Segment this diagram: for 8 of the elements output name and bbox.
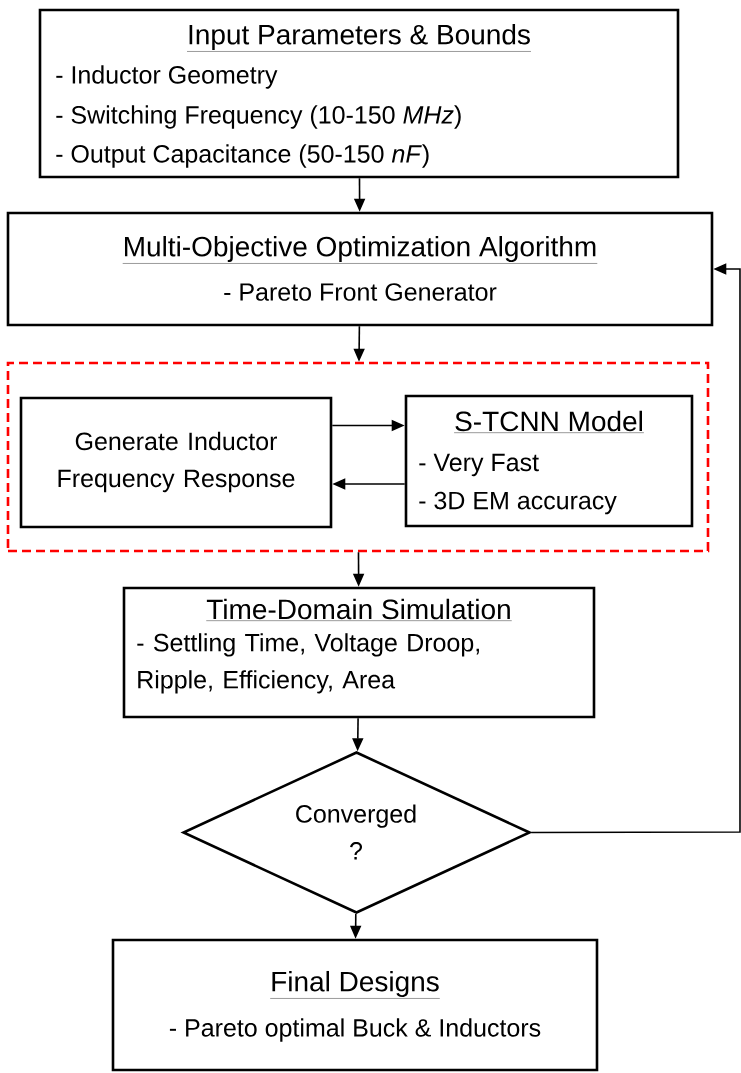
process-box: Generate Inductor Frequency Response <box>19 396 333 529</box>
process-box: Input Parameters & Bounds - Inductor Geometry - Switching Frequency (10-150 MHz) - Output Capacitance (50-150 nF) <box>38 8 680 179</box>
process-box: S-TCNN Model - Very Fast - 3D EM accuracy <box>404 394 694 528</box>
group-frame <box>6 361 710 553</box>
process-box: Time-Domain Simulation - Settling Time, Voltage Droop, Ripple, Efficiency, Area <box>122 586 596 719</box>
process-box: Final Designs - Pareto optimal Buck & Inductors <box>111 938 599 1072</box>
arrow <box>530 263 741 834</box>
process-box: Multi-Objective Optimization Algorithm - Pareto Front Generator <box>6 211 714 327</box>
